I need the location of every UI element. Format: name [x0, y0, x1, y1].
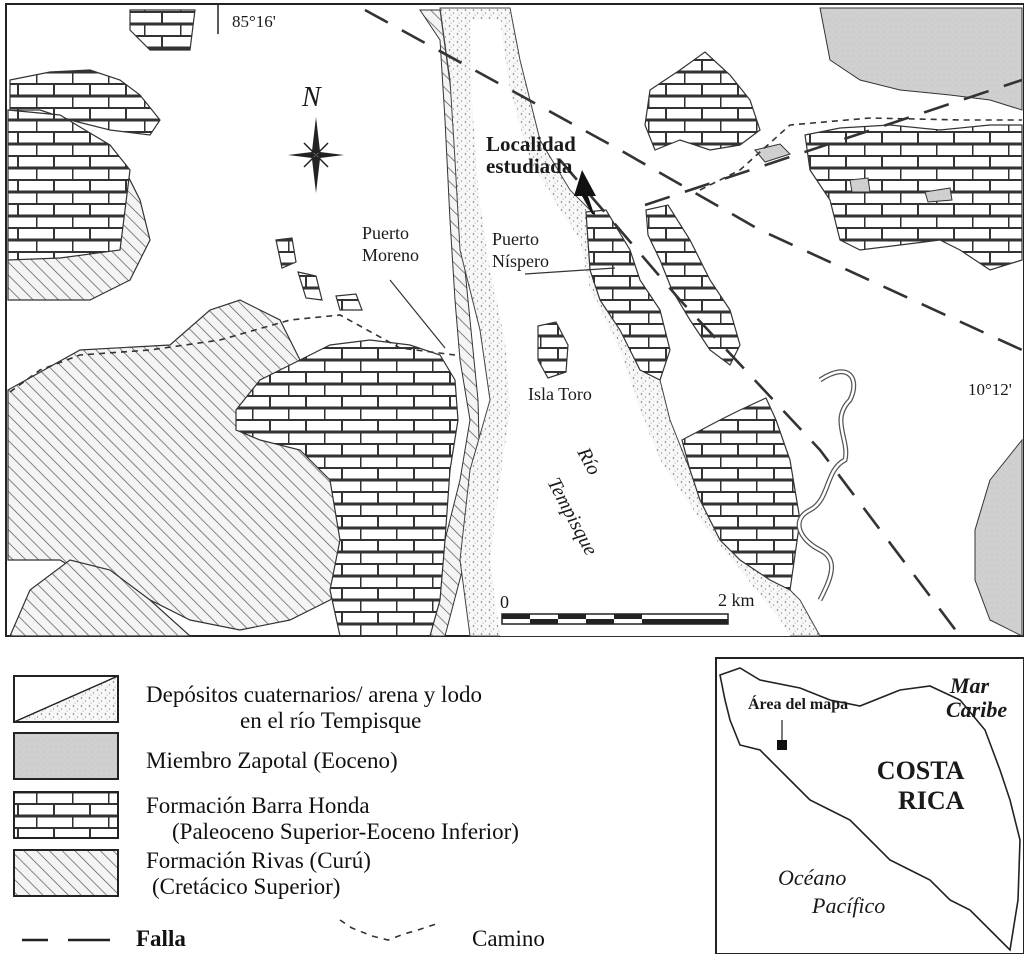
zapotal-small-1	[754, 143, 791, 163]
inset-ocean-line1: Océano	[778, 865, 847, 890]
scale-start-label: 0	[500, 592, 509, 612]
barra-honda-localidad	[585, 209, 671, 381]
barra-honda-west	[7, 109, 131, 261]
longitude-label: 85°16'	[232, 12, 276, 31]
barra-honda-southeast	[681, 397, 801, 591]
inset-mar-line1: Mar	[950, 673, 990, 698]
barra-honda-islet-3	[335, 293, 363, 311]
isla-toro-label: Isla Toro	[528, 384, 592, 404]
zapotal-small-3	[924, 187, 953, 203]
inset-country-line2: RICA	[898, 786, 965, 815]
scale-end-label: 2 km	[718, 590, 755, 610]
puerto-moreno-label: Puerto Moreno	[362, 222, 419, 266]
north-arrow-icon	[288, 117, 344, 193]
barra-honda-strip	[645, 204, 741, 366]
barra-honda-islet-2	[297, 271, 323, 301]
barra-honda-central	[235, 339, 459, 637]
legend-barra-honda-line1: Formación Barra Honda	[146, 793, 370, 818]
barra-honda-north-west	[9, 69, 161, 136]
puerto-moreno-line2: Moreno	[362, 245, 419, 265]
puerto-nispero-line2: Níspero	[492, 251, 549, 271]
rivas-southwest-area	[9, 559, 192, 637]
puerto-nispero-label: Puerto Níspero	[492, 228, 549, 272]
legend-barra-honda: Formación Barra Honda (Paleoceno Superio…	[146, 793, 519, 845]
inset-mar-line2: Caribe	[946, 697, 1008, 722]
zapotal-northeast	[819, 7, 1023, 111]
fault-lines	[364, 8, 1023, 637]
localidad-line2: estudiada	[486, 154, 573, 178]
zapotal-east	[974, 438, 1023, 637]
north-label: N	[302, 82, 321, 113]
inset-country-label: COSTA RICA	[858, 756, 965, 816]
inset-country-line1: COSTA	[876, 756, 965, 785]
inset-map	[715, 657, 1024, 954]
puerto-moreno-line1: Puerto	[362, 223, 409, 243]
scale-bar	[501, 613, 729, 625]
localidad-label: Localidad estudiada	[486, 133, 576, 177]
inset-ocean-label: Océano Pacífico	[778, 864, 885, 920]
inset-mar-label: Mar Caribe	[946, 674, 1007, 722]
legend-falla: Falla	[136, 926, 186, 951]
localidad-arrow	[574, 170, 596, 214]
legend-swatches	[13, 674, 437, 942]
costa-rica-outline	[719, 667, 1021, 952]
barra-honda-islet-1	[275, 237, 297, 269]
localidad-line1: Localidad	[486, 132, 576, 156]
road-lines	[9, 117, 1022, 393]
barra-honda-east	[804, 124, 1023, 271]
barra-honda-north	[644, 51, 761, 151]
legend-rivas-line2: (Cretácico Superior)	[152, 874, 341, 899]
legend-zapotal: Miembro Zapotal (Eoceno)	[146, 748, 398, 773]
legend-barra-honda-line2: (Paleoceno Superior-Eoceno Inferior)	[172, 819, 519, 844]
legend-camino: Camino	[472, 926, 545, 951]
legend-rivas: Formación Rivas (Curú) (Cretácico Superi…	[146, 848, 371, 900]
puerto-nispero-line1: Puerto	[492, 229, 539, 249]
legend-quaternary-line2: en el río Tempisque	[240, 708, 422, 733]
zapotal-small-2	[849, 177, 871, 193]
latitude-label: 10°12'	[968, 380, 1012, 399]
barra-honda-top-left	[129, 9, 196, 51]
legend-quaternary-line1: Depósitos cuaternarios/ arena y lodo	[146, 682, 482, 707]
legend-rivas-line1: Formación Rivas (Curú)	[146, 848, 371, 873]
inset-area-label: Área del mapa	[748, 696, 849, 713]
inset-ocean-line2: Pacífico	[812, 893, 886, 918]
legend-quaternary: Depósitos cuaternarios/ arena y lodo en …	[146, 682, 482, 734]
river-channel	[470, 20, 790, 636]
isla-toro	[537, 321, 569, 379]
